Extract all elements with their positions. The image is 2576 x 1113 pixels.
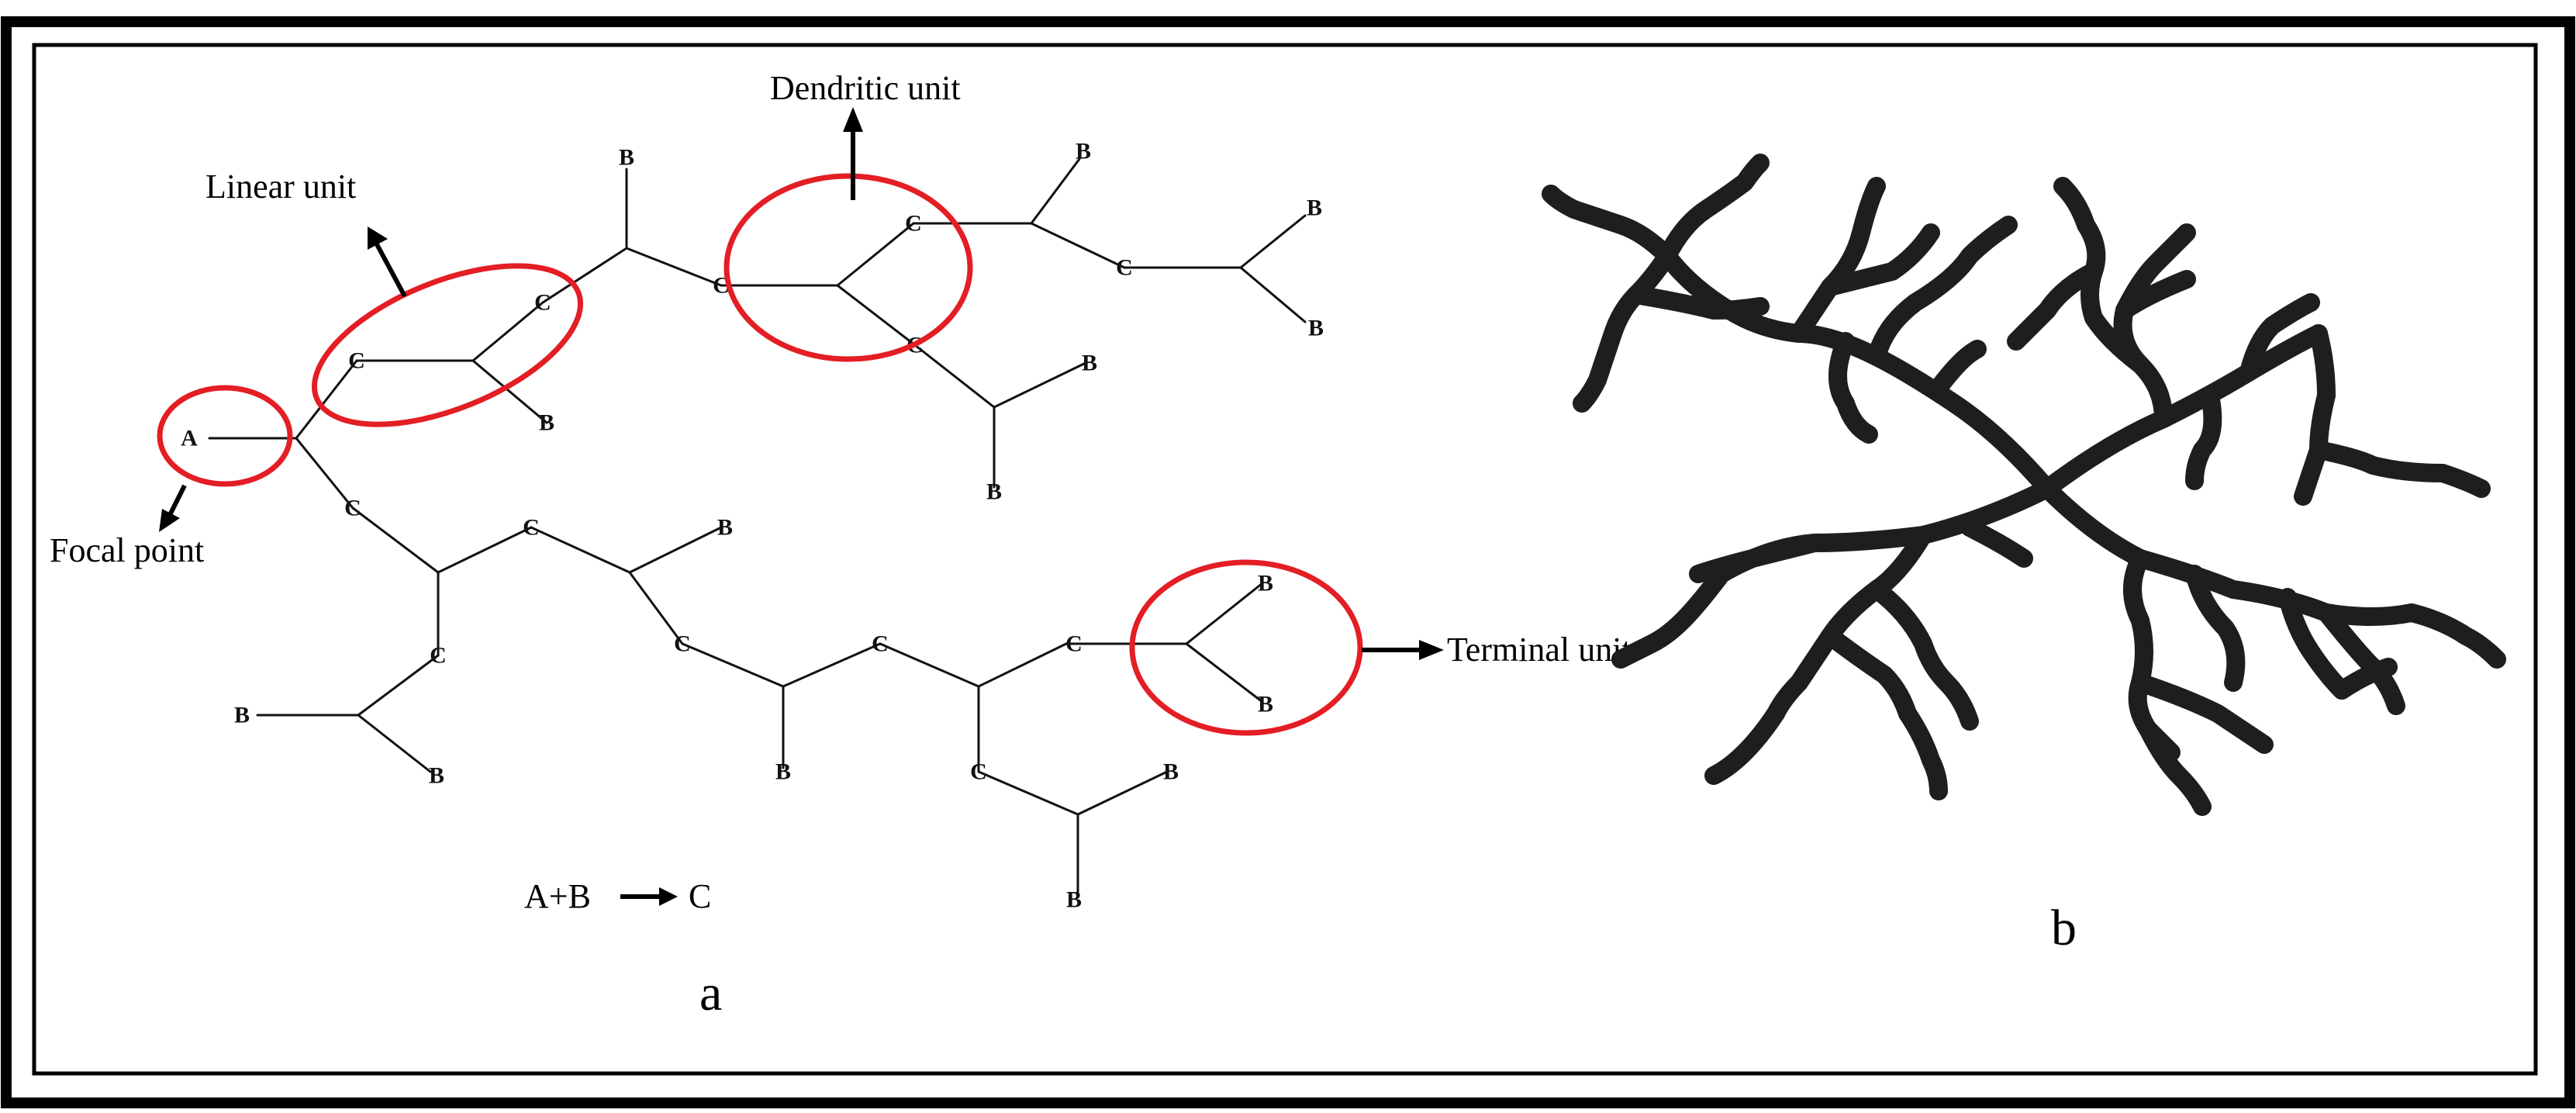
reaction-arrow-head xyxy=(659,887,678,906)
node-b: B xyxy=(986,479,1002,505)
node-b: B xyxy=(619,145,634,171)
node-b: B xyxy=(429,763,444,789)
bond-lines xyxy=(208,157,1307,897)
reaction-equation: A+B C xyxy=(524,877,711,915)
node-b: B xyxy=(1066,887,1082,913)
figure-frame xyxy=(1,16,2575,1108)
node-c: C xyxy=(534,290,551,316)
callout-arrows xyxy=(159,107,1444,660)
node-b: B xyxy=(775,759,791,785)
node-c: C xyxy=(872,631,889,657)
equation-product: C xyxy=(689,877,711,915)
node-b: B xyxy=(717,515,733,541)
node-b: B xyxy=(1258,571,1273,596)
node-c: C xyxy=(430,643,447,669)
node-c: C xyxy=(1065,631,1083,657)
node-b: B xyxy=(1258,692,1273,717)
panel-a-diagram: A C C B B C C C B C B B B B C C B C B B … xyxy=(50,69,1632,1021)
node-c: C xyxy=(674,631,691,657)
node-b: B xyxy=(1308,316,1324,341)
linear-unit-ellipse xyxy=(311,263,584,427)
node-c: C xyxy=(348,348,365,374)
terminal-unit-label: Terminal unit xyxy=(1447,631,1632,669)
panel-a-label: a xyxy=(699,965,722,1021)
node-b: B xyxy=(234,703,250,728)
linear-unit-label: Linear unit xyxy=(205,168,356,206)
focal-point-ellipse xyxy=(157,385,293,487)
equation-reactants: A+B xyxy=(524,877,591,915)
dendritic-unit-label: Dendritic unit xyxy=(770,69,961,107)
node-b: B xyxy=(1082,351,1097,376)
node-a: A xyxy=(181,426,198,451)
panel-b-dendrite-image xyxy=(1542,154,2506,816)
node-c: C xyxy=(1116,255,1133,281)
node-c: C xyxy=(344,496,361,521)
node-b: B xyxy=(1163,759,1179,785)
panel-b-label: b xyxy=(2051,900,2077,956)
node-b: B xyxy=(1076,139,1091,164)
focal-point-label: Focal point xyxy=(50,531,204,569)
terminal-unit-ellipse xyxy=(1129,559,1363,736)
highlight-ellipses xyxy=(157,173,1363,736)
node-c: C xyxy=(905,211,922,237)
node-b: B xyxy=(1307,195,1322,221)
node-c: C xyxy=(970,759,987,785)
node-labels: A C C B B C C C B C B B B B C C B C B B … xyxy=(181,139,1324,913)
node-b: B xyxy=(539,410,554,436)
node-c: C xyxy=(523,515,540,541)
dendritic-unit-ellipse xyxy=(723,173,973,362)
